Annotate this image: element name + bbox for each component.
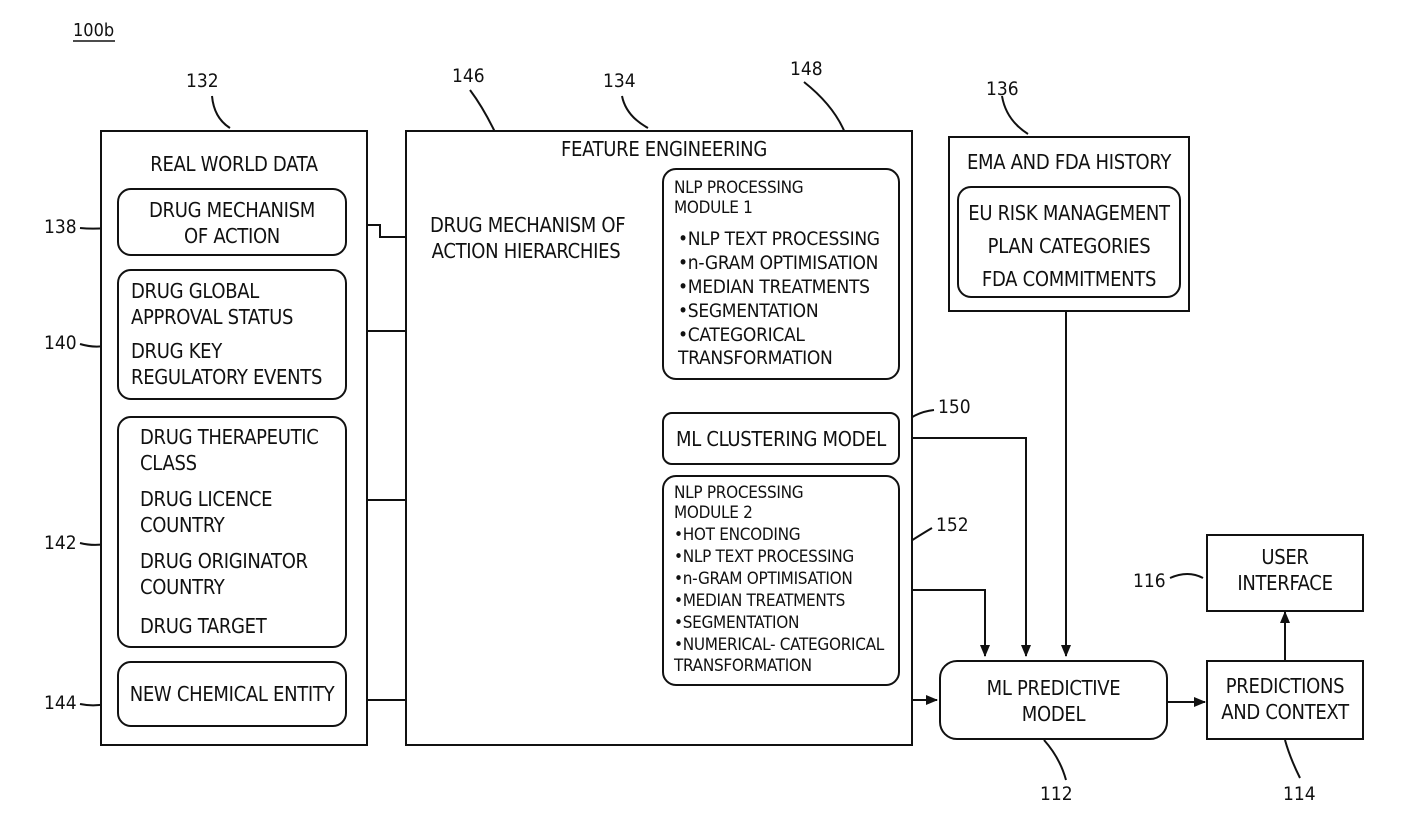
ui-line1: USER bbox=[1206, 545, 1364, 570]
drug-class-line6: COUNTRY bbox=[140, 575, 224, 600]
nlp2-line1: NLP PROCESSING bbox=[674, 483, 803, 503]
ref-138: 138 bbox=[44, 216, 77, 238]
predictive-line1: ML PREDICTIVE bbox=[939, 676, 1168, 701]
real-world-data-title: REAL WORLD DATA bbox=[100, 152, 368, 177]
ref-142: 142 bbox=[44, 532, 77, 554]
nlp2-line7: •SEGMENTATION bbox=[674, 613, 799, 633]
nlp1-line6: •SEGMENTATION bbox=[678, 300, 818, 323]
ref-136: 136 bbox=[986, 78, 1019, 100]
ref-112: 112 bbox=[1040, 783, 1073, 805]
ref-144: 144 bbox=[44, 692, 77, 714]
nlp2-line6: •MEDIAN TREATMENTS bbox=[674, 591, 845, 611]
ref-150: 150 bbox=[938, 396, 971, 418]
nlp1-line1: NLP PROCESSING bbox=[674, 178, 803, 198]
nlp2-line3: •HOT ENCODING bbox=[674, 525, 800, 545]
drug-approval-line3: DRUG KEY bbox=[131, 339, 222, 364]
ref-134: 134 bbox=[603, 70, 636, 92]
ref-148: 148 bbox=[790, 58, 823, 80]
predictive-line2: MODEL bbox=[939, 702, 1168, 727]
leader-116 bbox=[1170, 574, 1203, 578]
feature-engineering-title: FEATURE ENGINEERING bbox=[405, 137, 923, 162]
nlp1-line5: •MEDIAN TREATMENTS bbox=[678, 276, 870, 299]
nlp2-line8: •NUMERICAL- CATEGORICAL bbox=[674, 635, 884, 655]
arrow-clustering-to-predictive bbox=[898, 438, 1026, 656]
ref-116: 116 bbox=[1133, 570, 1166, 592]
nlp2-line2: MODULE 2 bbox=[674, 503, 753, 523]
ref-146: 146 bbox=[452, 65, 485, 87]
leader-112 bbox=[1044, 740, 1066, 780]
history-line3: FDA COMMITMENTS bbox=[957, 267, 1181, 292]
leader-136 bbox=[1002, 96, 1028, 134]
hierarchies-line1: DRUG MECHANISM OF bbox=[430, 213, 622, 238]
drug-class-line3: DRUG LICENCE bbox=[140, 487, 272, 512]
drug-class-line5: DRUG ORIGINATOR bbox=[140, 549, 308, 574]
nlp1-line4: •n-GRAM OPTIMISATION bbox=[678, 252, 878, 275]
predictions-line1: PREDICTIONS bbox=[1206, 674, 1364, 699]
nlp1-line2: MODULE 1 bbox=[674, 198, 753, 218]
drug-approval-line1: DRUG GLOBAL bbox=[131, 279, 259, 304]
ref-114: 114 bbox=[1283, 783, 1316, 805]
drug-class-line4: COUNTRY bbox=[140, 513, 224, 538]
drug-approval-line2: APPROVAL STATUS bbox=[131, 305, 293, 330]
hierarchies-line2: ACTION HIERARCHIES bbox=[430, 239, 622, 264]
ema-fda-history-title: EMA AND FDA HISTORY bbox=[948, 150, 1190, 175]
ref-132: 132 bbox=[186, 70, 219, 92]
leader-132 bbox=[212, 96, 230, 128]
history-line2: PLAN CATEGORIES bbox=[957, 234, 1181, 259]
drug-class-line2: CLASS bbox=[140, 451, 197, 476]
drug-mechanism-line2: OF ACTION bbox=[117, 224, 347, 249]
ref-140: 140 bbox=[44, 332, 77, 354]
drug-class-line7: DRUG TARGET bbox=[140, 614, 266, 639]
ui-line2: INTERFACE bbox=[1206, 571, 1364, 596]
leader-134 bbox=[622, 96, 648, 128]
drug-mechanism-line1: DRUG MECHANISM bbox=[117, 198, 347, 223]
nlp2-line5: •n-GRAM OPTIMISATION bbox=[674, 569, 852, 589]
new-chemical-entity-label: NEW CHEMICAL ENTITY bbox=[117, 682, 347, 707]
history-line1: EU RISK MANAGEMENT bbox=[957, 201, 1181, 226]
ml-clustering-model-label: ML CLUSTERING MODEL bbox=[662, 427, 900, 452]
nlp2-line9: TRANSFORMATION bbox=[674, 656, 812, 676]
leader-114 bbox=[1285, 740, 1300, 778]
ref-152: 152 bbox=[936, 514, 969, 536]
drug-approval-line4: REGULATORY EVENTS bbox=[131, 365, 322, 390]
figure-label: 100b bbox=[73, 20, 114, 41]
predictions-line2: AND CONTEXT bbox=[1206, 700, 1364, 725]
nlp1-line7: •CATEGORICAL bbox=[678, 324, 805, 347]
drug-class-line1: DRUG THERAPEUTIC bbox=[140, 425, 319, 450]
nlp1-line8: TRANSFORMATION bbox=[678, 347, 833, 370]
nlp2-line4: •NLP TEXT PROCESSING bbox=[674, 547, 854, 567]
nlp1-line3: •NLP TEXT PROCESSING bbox=[678, 228, 880, 251]
